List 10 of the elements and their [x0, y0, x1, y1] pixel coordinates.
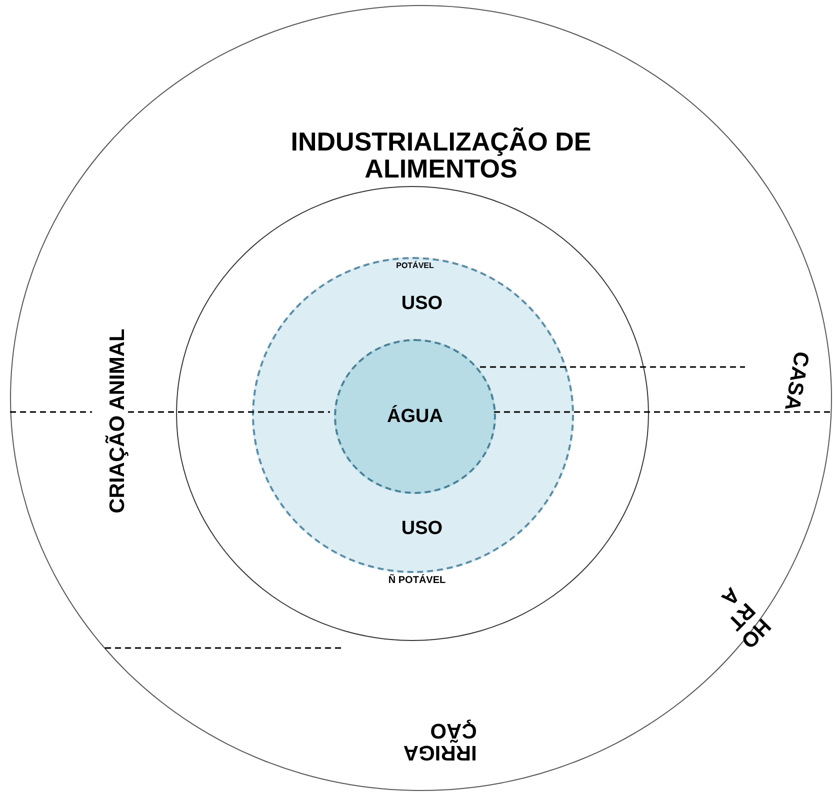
ring-label: POTÁVEL — [396, 262, 434, 270]
ring-label: USO — [401, 294, 443, 314]
ring-label: Ñ POTÁVEL — [388, 576, 446, 586]
center-label: ÁGUA — [387, 407, 443, 427]
sector-label: CRIAÇÃO ANIMAL — [106, 328, 130, 514]
sector-label: IRRIGAÇÃO — [402, 718, 477, 764]
sector-label: INDUSTRIALIZAÇÃO DE ALIMENTOS — [290, 128, 592, 184]
sector-label: CASA — [780, 350, 812, 412]
ring-label: USO — [401, 519, 443, 539]
sector-label: HORTA — [716, 582, 774, 654]
